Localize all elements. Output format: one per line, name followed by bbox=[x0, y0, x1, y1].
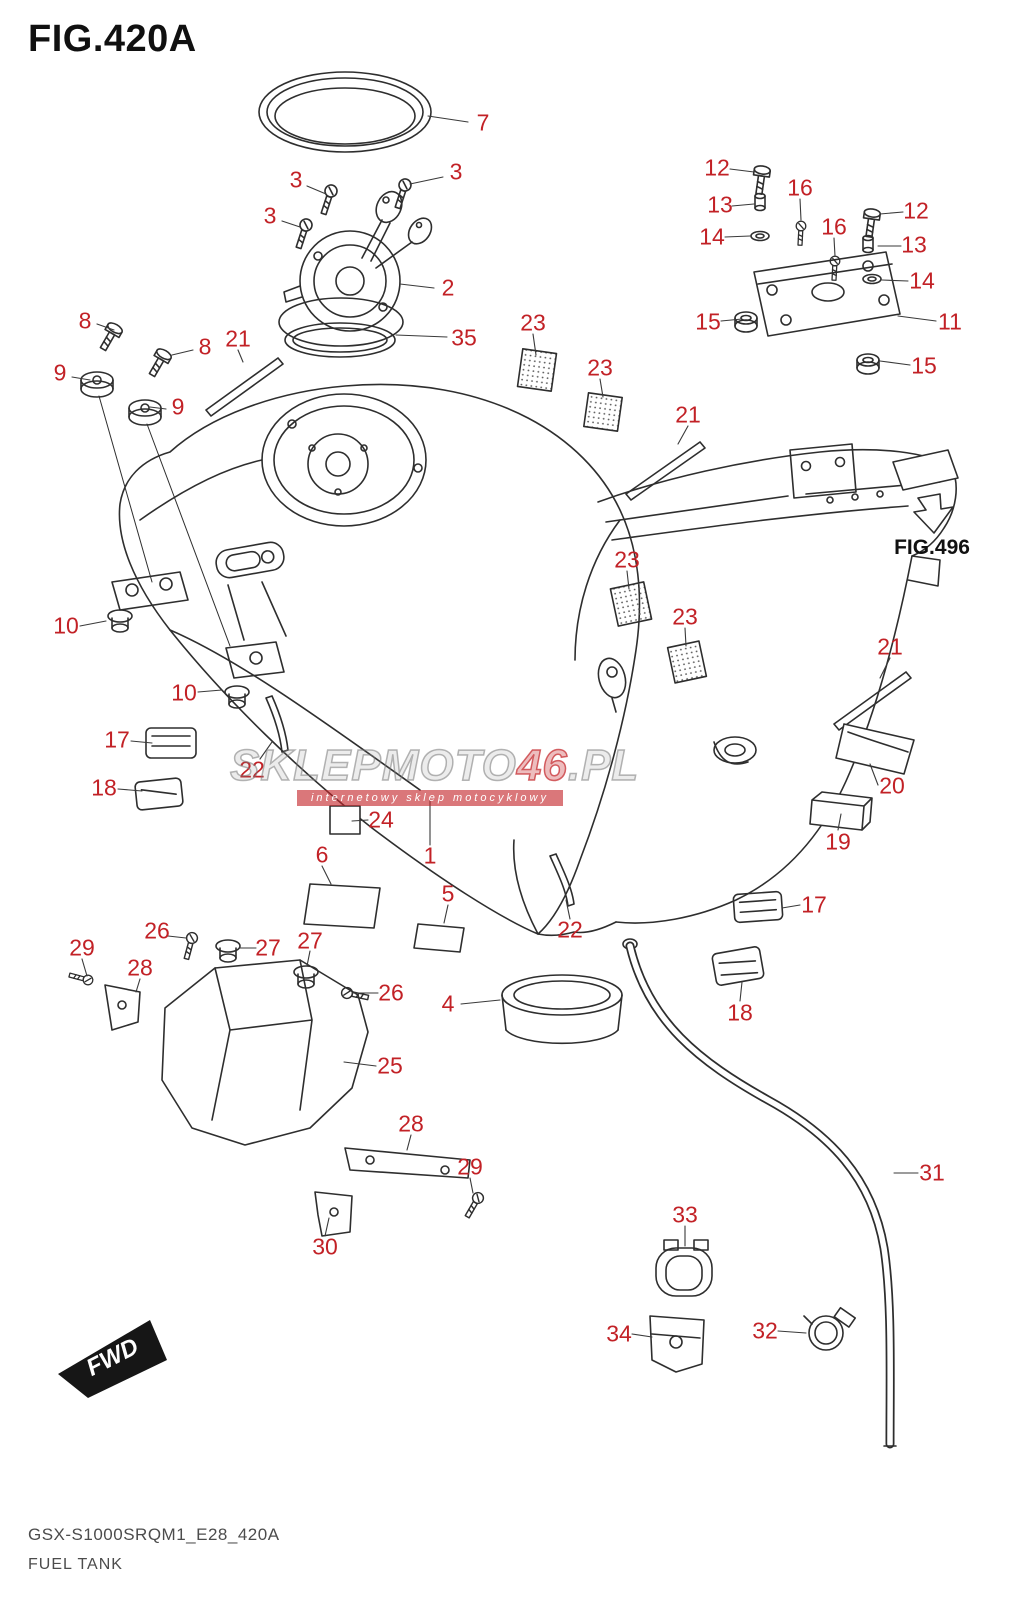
drain-hose-part31 bbox=[622, 938, 897, 1449]
clips-17-18 bbox=[134, 727, 784, 986]
fuel-cap-assembly-part2 bbox=[283, 190, 433, 332]
figure-title: FIG.420A bbox=[28, 18, 197, 60]
cap-ring-part7 bbox=[258, 71, 432, 153]
fwd-flag bbox=[58, 1320, 167, 1398]
footer: GSX-S1000SRQM1_E28_420A FUEL TANK bbox=[28, 1525, 280, 1574]
heat-shield-assembly-part25 bbox=[67, 930, 487, 1237]
fuel-tank-body-part1 bbox=[111, 383, 641, 935]
tank-pads bbox=[303, 805, 465, 953]
fig496-arrow bbox=[913, 493, 954, 534]
pad-part24 bbox=[329, 805, 361, 835]
pad-part5 bbox=[413, 923, 465, 953]
edge-strips-part22 bbox=[265, 695, 575, 907]
trim-strips-part21 bbox=[205, 357, 912, 731]
cushion-pads-part23 bbox=[516, 348, 708, 684]
left-mount-hardware bbox=[80, 320, 250, 709]
tank-rear-section bbox=[537, 443, 959, 937]
pad-part6 bbox=[303, 883, 381, 929]
footer-part-name: FUEL TANK bbox=[28, 1556, 123, 1573]
rear-bracket-assembly-part11 bbox=[734, 164, 901, 375]
hose-clamps bbox=[649, 1239, 857, 1373]
pump-collar-part4 bbox=[501, 974, 623, 1045]
rear-cushions bbox=[809, 723, 915, 831]
cap-screws-part3 bbox=[292, 176, 414, 251]
fig496-reference-text: FIG.496 bbox=[894, 536, 970, 559]
footer-model-code: GSX-S1000SRQM1_E28_420A bbox=[28, 1525, 280, 1544]
leader-lines bbox=[71, 115, 937, 1338]
cap-gasket-part35 bbox=[278, 297, 404, 358]
